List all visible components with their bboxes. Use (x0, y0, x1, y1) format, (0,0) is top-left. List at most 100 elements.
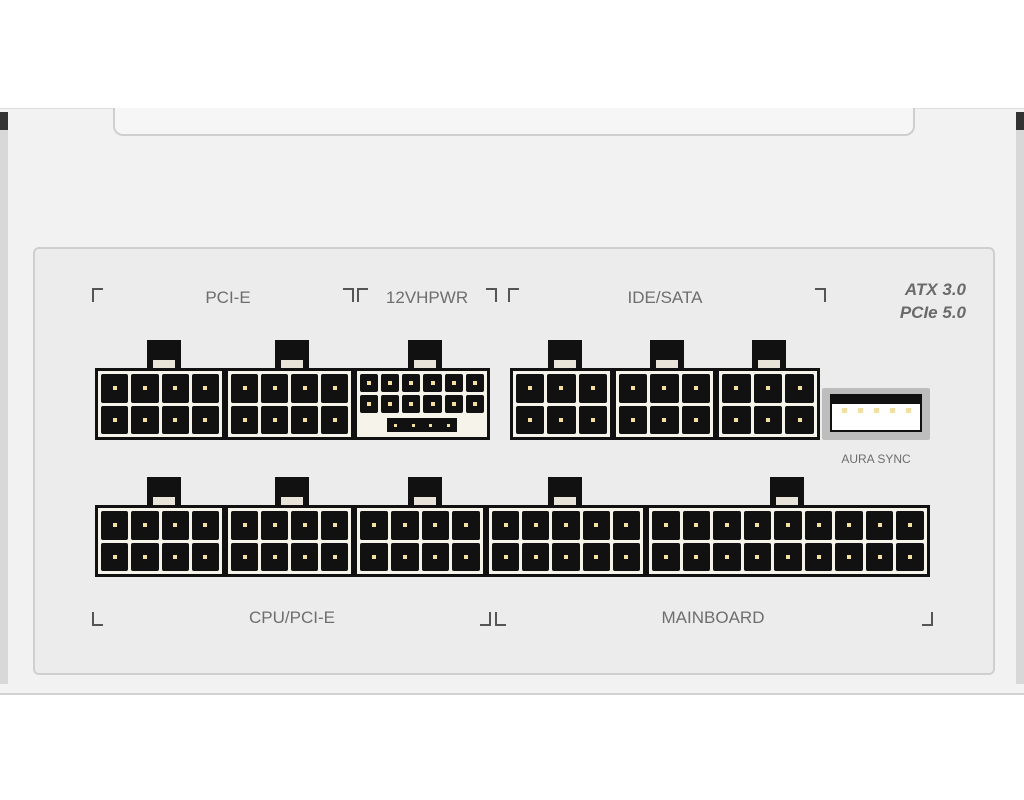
pin (578, 405, 607, 434)
pin (131, 542, 159, 571)
pin (360, 511, 388, 540)
pin (161, 405, 189, 434)
pin (753, 374, 783, 403)
spec-pcie: PCIe 5.0 (899, 303, 966, 322)
pin (619, 374, 648, 403)
aura-pin (874, 408, 879, 413)
pin (612, 511, 640, 540)
bracket-mark (357, 288, 368, 302)
pin (161, 374, 189, 403)
latch (408, 340, 442, 368)
pin (321, 542, 348, 571)
pin (291, 405, 318, 434)
mainboard-connector-2 (646, 505, 930, 577)
top-tab (113, 108, 915, 136)
latch (408, 477, 442, 505)
bracket-mark (486, 288, 497, 302)
pin (360, 542, 388, 571)
pin (516, 374, 545, 403)
pin (444, 374, 463, 392)
pin (381, 395, 400, 413)
pin (423, 395, 442, 413)
pin (582, 542, 610, 571)
pin (743, 542, 772, 571)
pin (652, 511, 680, 540)
label-cpu-pcie: CPU/PCI-E (249, 608, 335, 627)
mainboard-connector-1 (486, 505, 646, 577)
pin (753, 405, 783, 434)
pin (231, 511, 258, 540)
pin (231, 374, 258, 403)
pin (452, 542, 480, 571)
pin (402, 374, 421, 392)
bracket-mark (922, 612, 933, 626)
aura-sync-connector (822, 388, 930, 440)
latch (650, 340, 684, 368)
pin (682, 511, 711, 540)
pin (421, 542, 450, 571)
pin (552, 542, 580, 571)
pin (231, 542, 258, 571)
pin (191, 542, 219, 571)
pin (360, 374, 379, 392)
pin (131, 511, 159, 540)
bracket-mark (495, 612, 506, 626)
latch (275, 340, 309, 368)
pin (321, 374, 348, 403)
pin (552, 511, 580, 540)
pin (360, 395, 379, 413)
bracket-mark (480, 612, 491, 626)
pin (896, 511, 924, 540)
pcie-connector-2 (225, 368, 354, 440)
pin (191, 405, 219, 434)
pin (652, 542, 680, 571)
pin (131, 374, 159, 403)
pin (722, 405, 751, 434)
pin (865, 542, 894, 571)
latch (770, 477, 804, 505)
pin (161, 542, 189, 571)
pin (444, 395, 463, 413)
latch (147, 340, 181, 368)
bracket-mark (815, 288, 826, 302)
bracket-mark (92, 288, 103, 302)
bracket-mark (343, 288, 354, 302)
pin (131, 405, 159, 434)
pcie-connector-1 (95, 368, 225, 440)
pin (492, 511, 520, 540)
spec-atx: ATX 3.0 (904, 280, 966, 299)
left-edge (0, 112, 8, 684)
pin (291, 511, 318, 540)
pin (516, 405, 545, 434)
pin (421, 511, 450, 540)
pin (522, 511, 550, 540)
pin (785, 374, 814, 403)
pin (101, 511, 129, 540)
pin (612, 542, 640, 571)
pin (774, 542, 802, 571)
pin (390, 511, 419, 540)
label-12vhpwr: 12VHPWR (385, 288, 469, 307)
pin (785, 405, 814, 434)
sata-connector-2 (613, 368, 716, 440)
bracket-mark (92, 612, 103, 626)
label-ide-sata: IDE/SATA (627, 288, 703, 307)
pin (835, 511, 863, 540)
cpu-pcie-connector-1 (95, 505, 225, 577)
12vhpwr-connector (354, 368, 490, 440)
sata-connector-3 (716, 368, 820, 440)
pin (452, 511, 480, 540)
pin (261, 542, 288, 571)
pin (578, 374, 607, 403)
pin (390, 542, 419, 571)
pin (101, 542, 129, 571)
pin (650, 405, 679, 434)
right-edge (1016, 112, 1024, 684)
pin (492, 542, 520, 571)
pin (774, 511, 802, 540)
sata-connector-1 (510, 368, 613, 440)
pin (681, 405, 710, 434)
latch (275, 477, 309, 505)
pin (619, 405, 648, 434)
pin (465, 395, 484, 413)
